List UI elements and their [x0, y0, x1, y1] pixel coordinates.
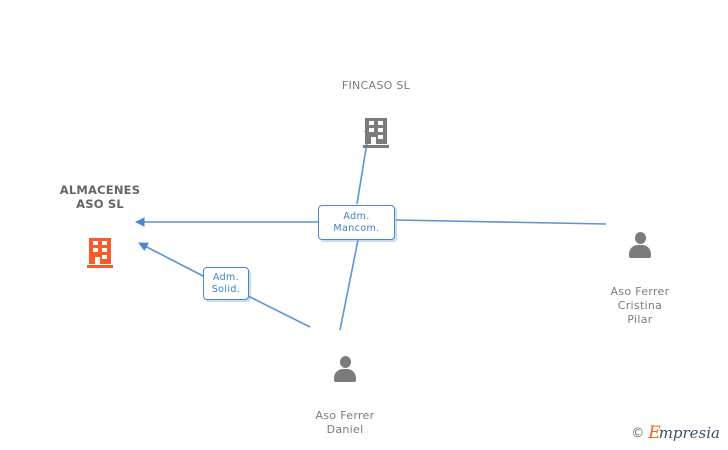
node-aso-ferrer-daniel[interactable]: Aso Ferrer Daniel — [283, 336, 407, 450]
node-fincaso-sl[interactable]: FINCASO SL — [312, 60, 440, 167]
edge-daniel-to-adm-solid — [247, 295, 311, 328]
building-door — [371, 137, 376, 145]
building-icon — [87, 238, 113, 268]
relation-label-adm-solid[interactable]: Adm. Solid. — [203, 267, 249, 300]
building-window — [369, 121, 374, 125]
person-head — [340, 356, 351, 368]
person-torso — [629, 245, 651, 258]
node-label-aso-ferrer-cristina-pilar: Aso Ferrer Cristina Pilar — [610, 285, 670, 326]
empresia-watermark: © Empresia — [631, 424, 720, 442]
building-base — [87, 265, 113, 268]
node-almacenes-aso-sl[interactable]: ALMACENES ASO SL — [40, 164, 160, 287]
person-torso — [334, 369, 356, 382]
edge-daniel-to-adm-mancom — [339, 239, 359, 331]
copyright-icon: © — [631, 425, 645, 441]
building-window — [378, 128, 383, 132]
brand-initial: E — [648, 423, 661, 443]
building-window — [102, 248, 107, 252]
building-base — [363, 145, 389, 148]
building-door — [95, 257, 100, 265]
node-label-fincaso-sl: FINCASO SL — [341, 79, 411, 92]
brand-name: Empresia — [648, 424, 720, 442]
edge-adm-solid-to-almacenes — [138, 242, 206, 278]
building-window — [93, 241, 98, 245]
person-icon — [626, 231, 654, 261]
relation-label-adm-mancom[interactable]: Adm. Mancom. — [318, 205, 395, 240]
node-label-almacenes-aso-sl: ALMACENES ASO SL — [59, 183, 141, 211]
building-window — [378, 135, 383, 139]
building-window — [378, 121, 383, 125]
building-window — [93, 248, 98, 252]
node-aso-ferrer-cristina-pilar[interactable]: Aso Ferrer Cristina Pilar — [578, 212, 702, 346]
building-icon — [363, 118, 389, 148]
brand-rest: mpresia — [658, 424, 720, 442]
person-icon — [331, 355, 359, 385]
building-window — [369, 128, 374, 132]
edge-cristina-to-adm-mancom — [395, 219, 607, 225]
building-window — [102, 241, 107, 245]
node-label-aso-ferrer-daniel: Aso Ferrer Daniel — [315, 409, 375, 436]
building-window — [102, 255, 107, 259]
person-head — [635, 232, 646, 244]
